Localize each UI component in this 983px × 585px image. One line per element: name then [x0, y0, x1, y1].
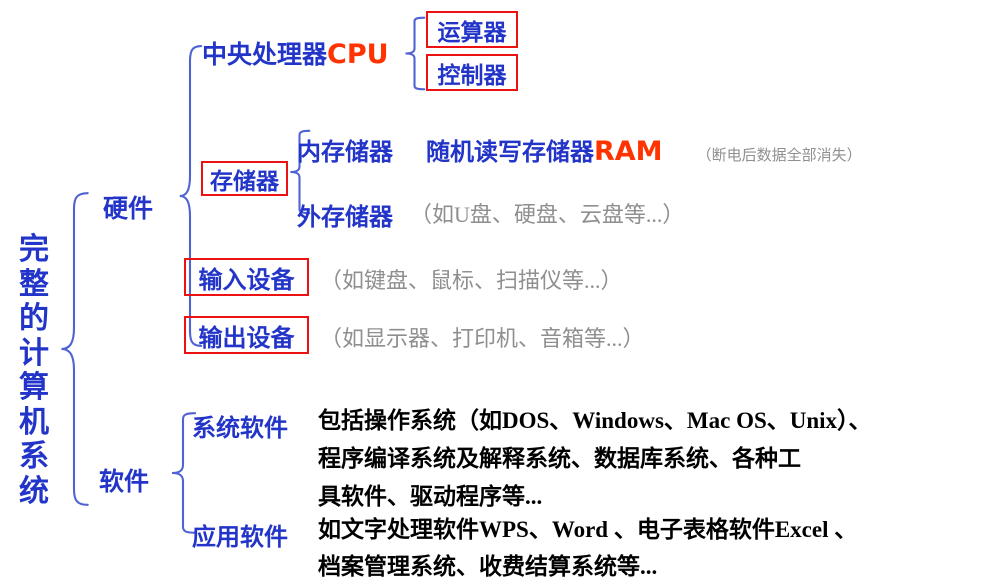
ram-full-name: 随机读写存储器 [426, 138, 594, 166]
hardware-label: 硬件 [103, 194, 154, 223]
ram-note: （断电后数据全部消失） [696, 148, 862, 164]
storage-box: 存储器 [201, 161, 288, 196]
input-device-box: 输入设备 [184, 258, 309, 296]
external-storage-label: 外存储器 [297, 203, 393, 231]
software-brace [169, 412, 197, 534]
system-software-desc-line1: 包括操作系统（如DOS、Windows、Mac OS、Unix）、 [318, 408, 872, 433]
page-title: 完整的计算机系统 [19, 232, 49, 509]
output-device-label: 输出设备 [198, 323, 295, 352]
internal-storage-node: 内存储器 随机读写存储器RAM （断电后数据全部消失） [297, 132, 862, 167]
application-software-desc: 如文字处理软件WPS、Word 、电子表格软件Excel 、 档案管理系统、收费… [318, 511, 857, 585]
system-software-label: 系统软件 [192, 414, 288, 442]
alu-box: 运算器 [426, 11, 518, 48]
input-device-label: 输入设备 [198, 265, 295, 294]
cpu-label: 中央处理器 [202, 40, 328, 69]
control-unit-box: 控制器 [426, 54, 518, 91]
internal-storage-label: 内存储器 [297, 138, 393, 166]
output-device-note: （如显示器、打印机、音箱等...） [320, 326, 645, 351]
system-software-desc-line3: 具软件、驱动程序等... [318, 484, 543, 509]
storage-label: 存储器 [210, 168, 279, 195]
system-software-desc: 包括操作系统（如DOS、Windows、Mac OS、Unix）、 程序编译系统… [318, 402, 872, 516]
hardware-brace [177, 43, 203, 349]
control-unit-label: 控制器 [437, 62, 507, 89]
alu-label: 运算器 [437, 19, 507, 46]
application-software-desc-line2: 档案管理系统、收费结算系统等... [318, 554, 658, 579]
ram-abbr: RAM [594, 136, 663, 167]
application-software-label: 应用软件 [192, 523, 288, 551]
output-device-box: 输出设备 [184, 316, 309, 354]
input-device-note: （如键盘、鼠标、扫描仪等...） [320, 268, 623, 293]
cpu-brace [403, 17, 426, 90]
cpu-abbr: CPU [327, 39, 389, 70]
software-label: 软件 [99, 467, 150, 496]
cpu-node: 中央处理器CPU [202, 35, 389, 71]
storage-brace [288, 130, 311, 214]
application-software-desc-line1: 如文字处理软件WPS、Word 、电子表格软件Excel 、 [318, 517, 858, 542]
root-brace [58, 190, 90, 508]
external-storage-note: （如U盘、硬盘、云盘等...） [410, 202, 685, 227]
system-software-desc-line2: 程序编译系统及解释系统、数据库系统、各种工 [318, 446, 801, 471]
